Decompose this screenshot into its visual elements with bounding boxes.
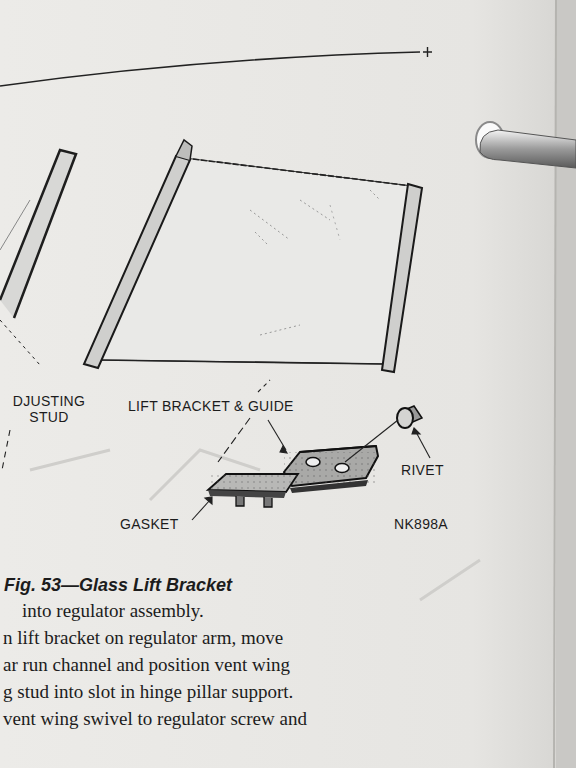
part-label: RIVET xyxy=(401,462,444,478)
body-text: n lift bracket on regulator arm, move xyxy=(3,627,283,649)
figure-code: NK898A xyxy=(394,516,448,532)
page-edge-line xyxy=(554,0,556,768)
rivet xyxy=(397,406,422,428)
leader-lines xyxy=(2,380,430,520)
body-text: g stud into slot in hinge pillar support… xyxy=(3,681,293,703)
gasket xyxy=(208,474,298,507)
binder-ring xyxy=(480,130,576,168)
figure-caption: Fig. 53—Glass Lift Bracket xyxy=(4,575,232,596)
rule-line xyxy=(0,52,420,86)
part-label: DJUSTING STUD xyxy=(2,393,96,425)
page-edge xyxy=(556,0,576,768)
body-text: vent wing swivel to regulator screw and xyxy=(3,708,307,730)
part-label: LIFT BRACKET & GUIDE xyxy=(128,398,294,414)
part-label: GASKET xyxy=(120,516,179,532)
paper xyxy=(0,0,556,768)
lift-bracket xyxy=(284,446,378,493)
vent-wing-glass xyxy=(0,150,76,365)
door-glass xyxy=(84,140,422,372)
body-text: into regulator assembly. xyxy=(22,600,204,622)
body-text: ar run channel and position vent wing xyxy=(3,654,290,676)
register-mark xyxy=(423,47,432,57)
